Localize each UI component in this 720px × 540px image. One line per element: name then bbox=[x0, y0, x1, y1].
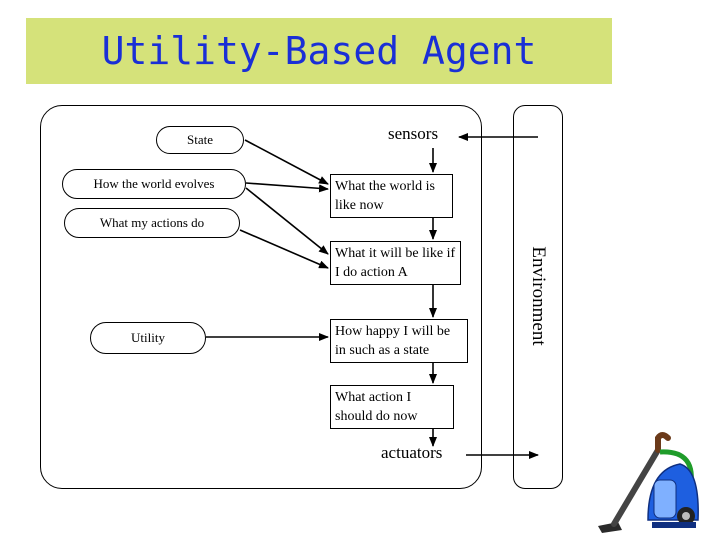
vacuum-cleaner-icon bbox=[598, 432, 699, 533]
actuators-label: actuators bbox=[381, 443, 443, 462]
how-happy-box: How happy I will be in such as a state bbox=[330, 319, 468, 363]
agent-boundary bbox=[40, 105, 482, 489]
world-now-box: What the world is like now bbox=[330, 174, 453, 218]
arrow-actions-to-if-action bbox=[239, 229, 329, 269]
arrow-evolves-to-world-now bbox=[245, 182, 329, 193]
arrow-state-to-world-now bbox=[244, 139, 329, 185]
world-evolves-node: How the world evolves bbox=[62, 169, 246, 199]
title-bar: Utility-Based Agent bbox=[26, 18, 612, 84]
state-node: State bbox=[156, 126, 244, 154]
environment-box bbox=[513, 105, 563, 489]
utility-node: Utility bbox=[90, 322, 206, 354]
sensors-label: sensors bbox=[388, 124, 439, 143]
arrow-evolves-to-if-action bbox=[245, 187, 329, 255]
page-title: Utility-Based Agent bbox=[101, 29, 537, 73]
actions-do-node: What my actions do bbox=[64, 208, 240, 238]
if-action-box: What it will be like if I do action A bbox=[330, 241, 461, 285]
what-action-box: What action I should do now bbox=[330, 385, 454, 429]
